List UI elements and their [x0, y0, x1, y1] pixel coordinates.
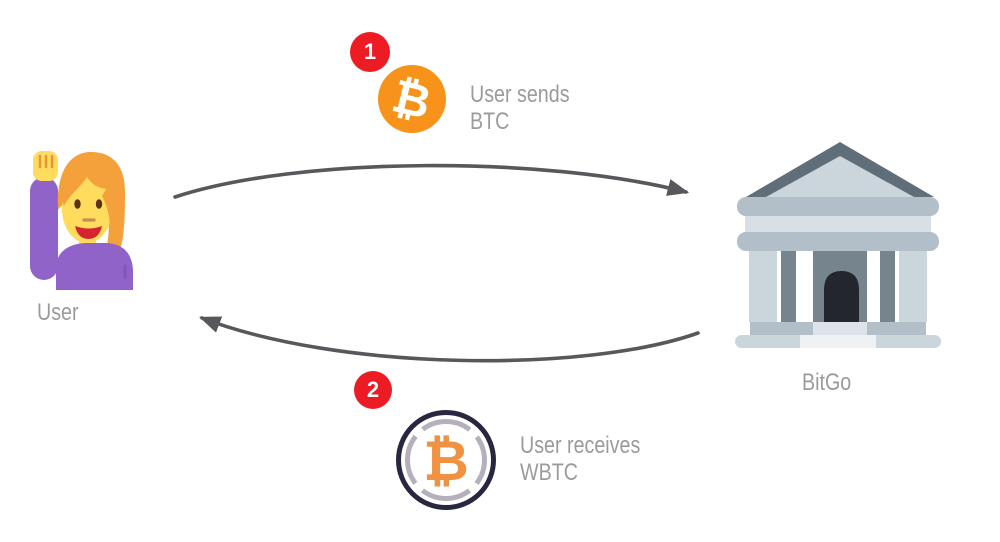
wbtc-symbol: ₿ — [423, 429, 469, 494]
step-2-label-line1: User receives — [520, 432, 641, 459]
user-label: User — [37, 299, 79, 326]
bank-icon — [735, 142, 941, 348]
arrow-user-to-bitgo — [173, 163, 690, 199]
step-2-number: 2 — [366, 377, 380, 402]
step-1-badge: 1 — [350, 32, 390, 72]
step-1-label: User sends BTC — [470, 81, 570, 135]
bitcoin-symbol: ₿ — [387, 68, 437, 130]
step-1-label-line1: User sends — [470, 81, 570, 108]
step-1-label-line2: BTC — [470, 108, 510, 135]
person-raising-hand-icon — [30, 151, 133, 290]
wrapped-bitcoin-coin-icon: ₿ — [396, 410, 496, 510]
step-2-label-line2: WBTC — [520, 459, 578, 486]
step-2-label: User receives WBTC — [520, 432, 640, 486]
step-2-badge: 2 — [354, 371, 392, 409]
step-1-number: 1 — [363, 39, 377, 64]
arrow-bitgo-to-user — [198, 316, 700, 363]
bitcoin-coin-icon: ₿ — [378, 65, 446, 133]
bitgo-label: BitGo — [802, 369, 852, 396]
